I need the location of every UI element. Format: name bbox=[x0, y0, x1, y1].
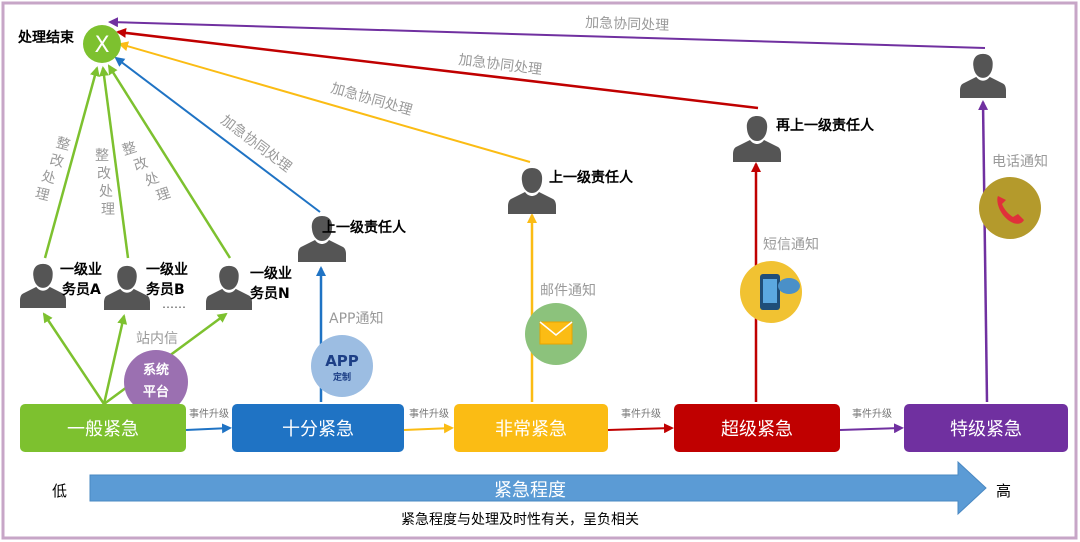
envelope-flap-icon bbox=[539, 321, 573, 336]
escalation-label-1: 事件升级 bbox=[189, 407, 229, 420]
arrow-staffA-to-end bbox=[43, 66, 100, 259]
end-symbol: X bbox=[94, 33, 109, 58]
responsible-l3-icon bbox=[733, 116, 781, 162]
envelope-icon bbox=[539, 321, 573, 345]
svg-text:理: 理 bbox=[101, 202, 115, 218]
staff-a-line2: 务员A bbox=[62, 281, 101, 298]
level-box-3 bbox=[454, 404, 608, 452]
arrow-very-to-end bbox=[118, 41, 531, 163]
svg-text:整: 整 bbox=[120, 140, 138, 160]
staff-b-icon bbox=[104, 265, 150, 310]
arrow-level1-to-staffB bbox=[102, 314, 128, 405]
urgency-scale-arrow bbox=[89, 460, 987, 516]
top-responsible-icon bbox=[960, 53, 1006, 98]
arrow-quite-to-end bbox=[114, 56, 321, 213]
end-node bbox=[83, 25, 121, 63]
escalation-arrow-3 bbox=[607, 423, 674, 434]
staff-a-line1: 一级业 bbox=[60, 261, 102, 278]
app-icon-line2: 定制 bbox=[332, 371, 351, 383]
rectify-label-3: 整 改 处 理 bbox=[120, 140, 172, 205]
rectify-label-1: 整 改 处 理 bbox=[33, 135, 71, 205]
scale-high-label: 高 bbox=[996, 482, 1011, 500]
scale-caption: 紧急程度与处理及时性有关，呈负相关 bbox=[401, 512, 639, 528]
level-box-1 bbox=[20, 404, 186, 452]
staff-n-icon bbox=[206, 265, 252, 310]
responsible-l2-label: 上一级责任人 bbox=[549, 169, 634, 186]
responsible-l3-label: 再上一级责任人 bbox=[776, 117, 875, 134]
svg-text:理: 理 bbox=[154, 185, 172, 205]
staff-n-line2: 务员N bbox=[250, 285, 290, 302]
arrow-staffB-to-end bbox=[99, 66, 130, 259]
rectify-label-2: 整 改 处 理 bbox=[95, 148, 115, 218]
app-notice-label: APP通知 bbox=[329, 310, 383, 327]
handset-icon bbox=[997, 196, 1024, 224]
end-label: 处理结束 bbox=[17, 29, 75, 46]
urgency-levels: 一般紧急 十分紧急 非常紧急 超级紧急 特级紧急 bbox=[20, 404, 1068, 452]
escalation-label-3: 事件升级 bbox=[621, 407, 661, 420]
system-platform-icon bbox=[124, 350, 188, 414]
escalation-arrows: 事件升级 事件升级 事件升级 事件升级 bbox=[185, 407, 904, 434]
escalation-arrow-4 bbox=[839, 423, 904, 434]
svg-text:改: 改 bbox=[97, 166, 111, 182]
scale-low-label: 低 bbox=[52, 482, 67, 500]
arrow-super-to-end bbox=[116, 27, 759, 110]
svg-text:处: 处 bbox=[99, 184, 113, 200]
staff-b-line1: 一级业 bbox=[146, 261, 188, 278]
phone-screen-icon bbox=[763, 279, 777, 303]
level-label-1: 一般紧急 bbox=[67, 419, 139, 440]
escalation-label-2: 事件升级 bbox=[409, 407, 449, 420]
arrow-staffN-to-end bbox=[107, 64, 232, 259]
chat-bubble-icon bbox=[778, 278, 800, 294]
escalation-arrow-2 bbox=[403, 423, 454, 434]
svg-text:理: 理 bbox=[33, 186, 50, 205]
app-icon-line1: APP bbox=[325, 352, 359, 370]
level-box-4 bbox=[674, 404, 840, 452]
level-label-3: 非常紧急 bbox=[495, 419, 567, 440]
urgency-scale-title: 紧急程度 bbox=[494, 480, 566, 501]
level-box-2 bbox=[232, 404, 404, 452]
staff-n-line1: 一级业 bbox=[250, 265, 292, 282]
urgent-label-very: 加急协同处理 bbox=[329, 80, 414, 119]
responsible-l1-label: 上一级责任人 bbox=[322, 219, 407, 236]
svg-text:处: 处 bbox=[143, 170, 161, 190]
escalation-label-4: 事件升级 bbox=[852, 407, 892, 420]
level-label-5: 特级紧急 bbox=[950, 419, 1022, 440]
system-platform-line1: 系统 bbox=[143, 362, 169, 378]
system-platform-line2: 平台 bbox=[143, 384, 169, 400]
urgent-label-special: 加急协同处理 bbox=[585, 15, 670, 34]
escalation-arrow-1 bbox=[185, 423, 232, 434]
svg-text:处: 处 bbox=[40, 169, 57, 188]
arrow-special-to-end bbox=[108, 17, 986, 49]
email-notice-label: 邮件通知 bbox=[540, 282, 596, 299]
phone-notice-label: 电话通知 bbox=[992, 153, 1048, 170]
level-box-5 bbox=[904, 404, 1068, 452]
arrow-level1-to-staffA bbox=[42, 312, 106, 405]
staff-b-line2: 务员B bbox=[146, 281, 185, 298]
phone-call-icon bbox=[979, 177, 1041, 239]
arrow-level5-up bbox=[978, 100, 989, 403]
internal-msg-label: 站内信 bbox=[136, 331, 178, 347]
svg-text:整: 整 bbox=[54, 135, 71, 154]
svg-text:改: 改 bbox=[48, 152, 65, 171]
svg-text:改: 改 bbox=[132, 155, 150, 175]
svg-text:整: 整 bbox=[95, 148, 109, 164]
app-icon bbox=[311, 335, 373, 397]
level-label-4: 超级紧急 bbox=[721, 419, 793, 440]
sms-notice-label: 短信通知 bbox=[763, 236, 819, 253]
staff-ellipsis: …… bbox=[162, 297, 186, 311]
level-label-2: 十分紧急 bbox=[282, 419, 354, 440]
